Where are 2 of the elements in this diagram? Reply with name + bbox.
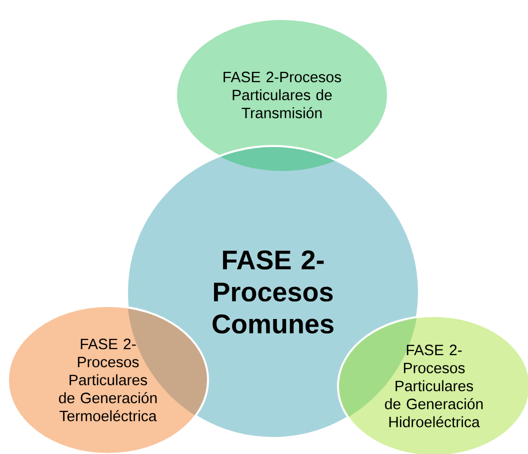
circle-node: FASE 2- Procesos Particulares de Generación Termoeléctrica bbox=[7, 304, 209, 454]
circle-node: FASE 2- Procesos Particulares de Generación Hidroeléctrica bbox=[337, 314, 528, 454]
